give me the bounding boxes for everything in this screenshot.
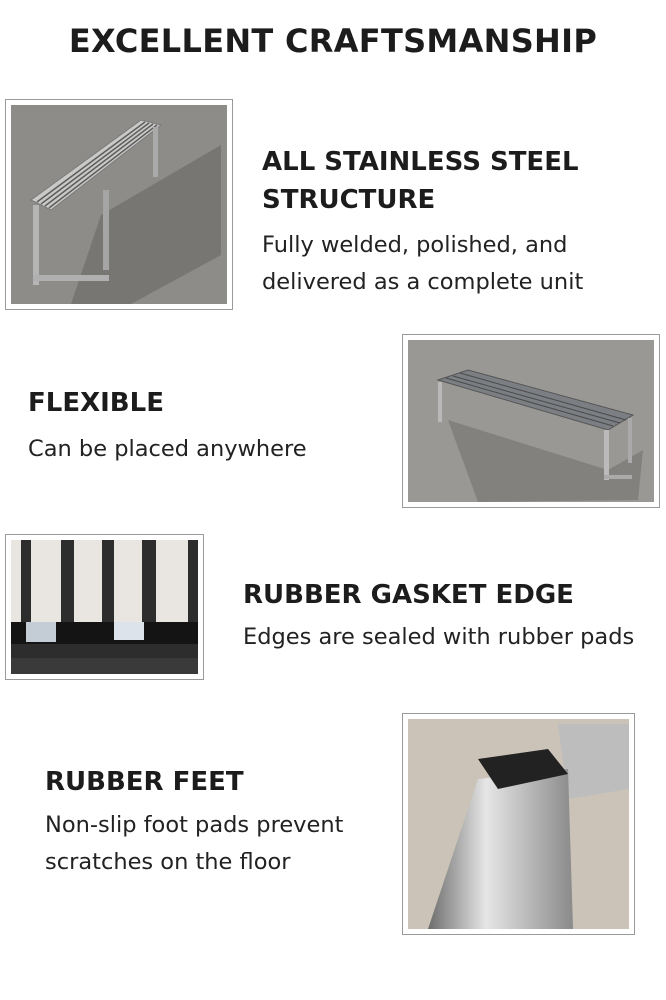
feature-image-rubber-feet — [402, 713, 635, 935]
feature-body-stainless: Fully welded, polished, and delivered as… — [262, 227, 583, 301]
body-line: delivered as a complete unit — [262, 269, 584, 295]
feature-body-rubber-edge: Edges are sealed with rubber pads — [243, 624, 635, 650]
feature-heading-rubber-feet: RUBBER FEET — [45, 767, 244, 797]
heading-line: STRUCTURE — [262, 185, 436, 215]
feature-image-rubber-edge — [5, 534, 204, 680]
page-title: EXCELLENT CRAFTSMANSHIP — [68, 22, 598, 60]
body-line: Non-slip foot pads prevent — [45, 812, 344, 838]
feature-heading-stainless: ALL STAINLESS STEEL STRUCTURE — [262, 143, 579, 219]
heading-line: ALL STAINLESS STEEL — [262, 147, 579, 177]
feature-body-flexible: Can be placed anywhere — [28, 436, 307, 462]
feature-image-stainless-bench — [5, 99, 233, 310]
feature-body-rubber-feet: Non-slip foot pads prevent scratches on … — [45, 807, 343, 881]
body-line: scratches on the floor — [45, 849, 291, 875]
body-line: Fully welded, polished, and — [262, 232, 568, 258]
foot-closeup-illustration — [408, 719, 629, 929]
bench-photo-illustration — [408, 340, 654, 502]
feature-image-flexible-bench — [402, 334, 660, 508]
bench-photo-illustration — [11, 105, 227, 304]
slat-closeup-illustration — [11, 540, 198, 674]
feature-heading-rubber-edge: RUBBER GASKET EDGE — [243, 580, 574, 610]
feature-heading-flexible: FLEXIBLE — [28, 388, 164, 418]
